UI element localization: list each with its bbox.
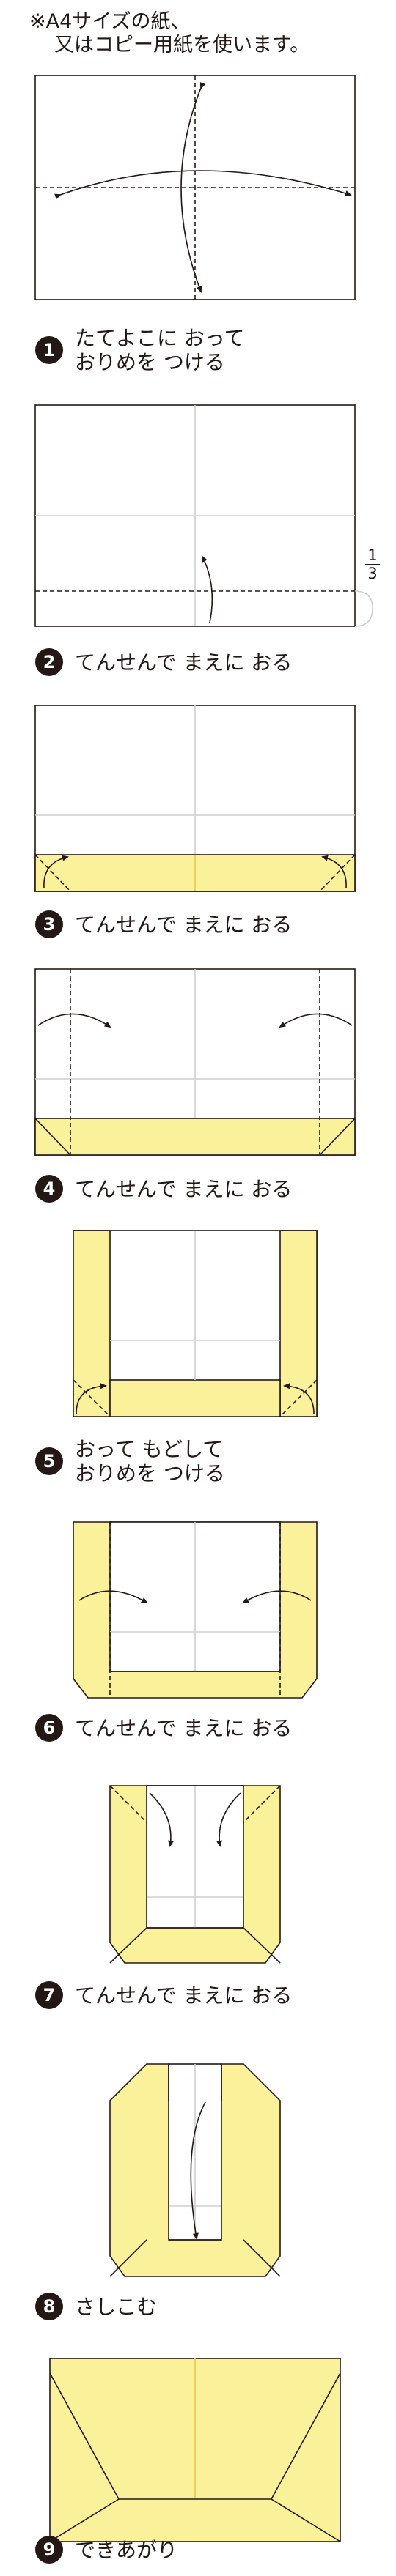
step-number-badge: 4 [35, 1175, 63, 1203]
figure-step-2 [34, 404, 373, 627]
step-1-caption: 1 たてよこに おっておりめを つける [35, 326, 245, 374]
step-text: てんせんで まえに おる [75, 1176, 293, 1201]
step-number-badge: 3 [35, 910, 63, 938]
step-text: てんせんで まえに おる [75, 650, 293, 675]
figure-step-7 [109, 1785, 281, 1964]
materials-note: ※A4サイズの紙、 又はコピー用紙を使います。 [29, 10, 309, 57]
step-number-badge: 2 [35, 648, 63, 676]
figure-step-9-finished [49, 2358, 341, 2542]
step-text: てんせんで まえに おる [75, 1983, 293, 2008]
step-number-badge: 6 [35, 1714, 63, 1742]
step-text: てんせんで まえに おる [75, 1715, 293, 1740]
step-3-caption: 3 てんせんで まえに おる [35, 910, 292, 938]
step-2-caption: 2 てんせんで まえに おる [35, 648, 292, 676]
step-text: できあがり [75, 2537, 178, 2562]
step-text: たてよこに おって [75, 326, 245, 350]
fraction-numerator: 1 [367, 546, 378, 564]
figure-step-6 [73, 1521, 318, 1699]
step-text: てんせんで まえに おる [75, 912, 293, 937]
step-4-caption: 4 てんせんで まえに おる [35, 1175, 292, 1203]
step-8-caption: 8 さしこむ [35, 2293, 157, 2320]
step-6-caption: 6 てんせんで まえに おる [35, 1714, 292, 1742]
figure-step-4 [34, 968, 356, 1156]
figure-step-1 [34, 75, 356, 300]
figure-step-3 [34, 705, 356, 892]
step-text: さしこむ [75, 2294, 158, 2319]
step-7-caption: 7 てんせんで まえに おる [35, 1981, 292, 2009]
step-text: おって もどして [75, 1437, 224, 1461]
step-number-badge: 1 [35, 336, 63, 364]
fraction-denominator: 3 [365, 564, 380, 582]
step-9-caption: 9 できあがり [35, 2536, 177, 2564]
step-text: おりめを つける [75, 350, 225, 374]
step-text: おりめを つける [75, 1461, 225, 1485]
step-number-badge: 5 [35, 1447, 63, 1475]
step-5-caption: 5 おって もどしておりめを つける [35, 1437, 225, 1485]
note-line-2: 又はコピー用紙を使います。 [54, 34, 310, 56]
figure-step-5 [73, 1230, 318, 1417]
figure-step-8 [109, 2063, 281, 2277]
step-number-badge: 8 [35, 2293, 63, 2320]
note-line-1: ※A4サイズの紙、 [29, 10, 191, 33]
step-number-badge: 7 [35, 1981, 63, 2009]
one-third-label: 1 3 [365, 546, 380, 582]
step-number-badge: 9 [35, 2536, 63, 2564]
